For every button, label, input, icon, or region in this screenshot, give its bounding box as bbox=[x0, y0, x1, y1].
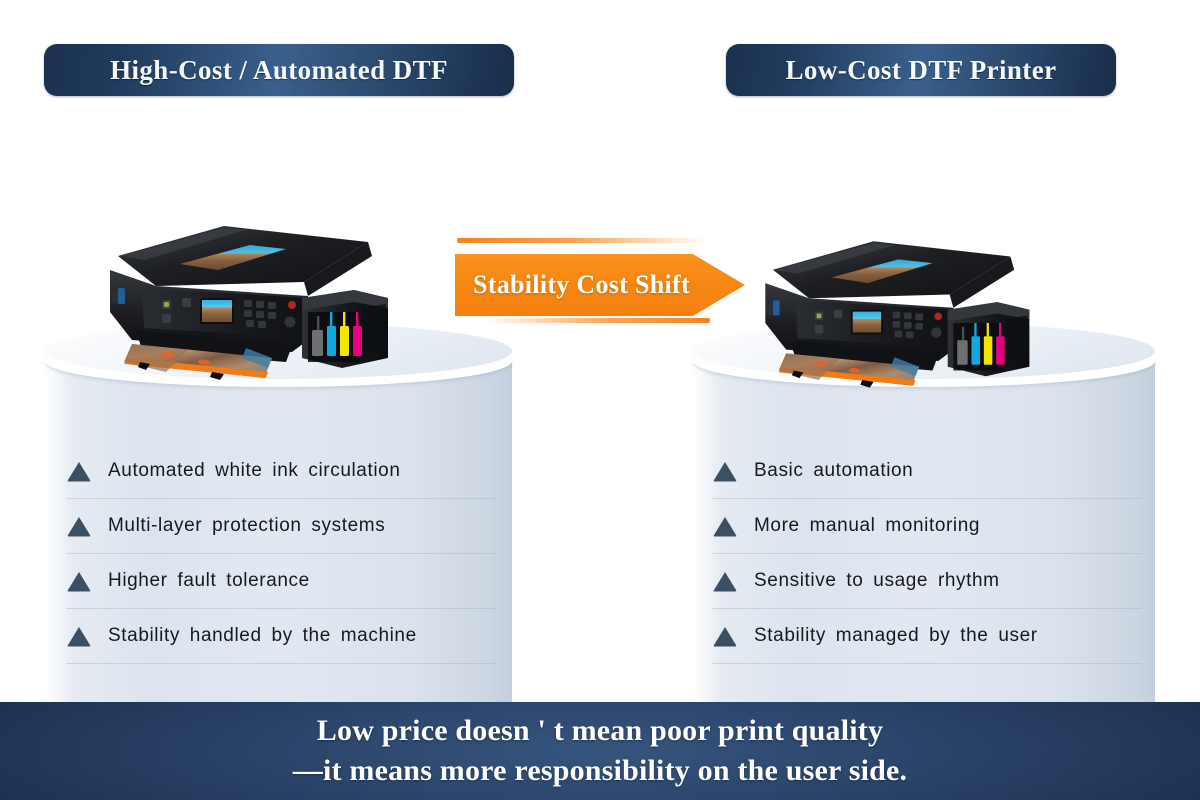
printer-image-right bbox=[752, 228, 1037, 394]
stability-cost-shift-banner: Stability Cost Shift bbox=[455, 236, 755, 336]
list-item: Sensitive to usage rhythm bbox=[712, 554, 1142, 609]
footer-line-1: Low price doesn ' t mean poor print qual… bbox=[316, 714, 884, 748]
feature-text: Higher fault tolerance bbox=[108, 570, 310, 591]
triangle-bullet-icon bbox=[66, 515, 92, 537]
feature-text: Stability managed by the user bbox=[754, 625, 1038, 646]
feature-text: Stability handled by the machine bbox=[108, 625, 417, 646]
feature-list-left: Automated white ink circulation Multi-la… bbox=[66, 444, 496, 664]
triangle-bullet-icon bbox=[66, 460, 92, 482]
feature-text: Multi-layer protection systems bbox=[108, 515, 386, 536]
left-column-header-badge: High-Cost / Automated DTF bbox=[44, 44, 518, 106]
triangle-bullet-icon bbox=[712, 460, 738, 482]
arrow-shape: Stability Cost Shift bbox=[455, 254, 745, 316]
feature-text: More manual monitoring bbox=[754, 515, 981, 536]
right-column-header-badge: Low-Cost DTF Printer bbox=[726, 44, 1120, 106]
feature-list-right: Basic automation More manual monitoring … bbox=[712, 444, 1142, 664]
badge-left: High-Cost / Automated DTF bbox=[44, 44, 514, 96]
list-item: Higher fault tolerance bbox=[66, 554, 496, 609]
feature-text: Sensitive to usage rhythm bbox=[754, 570, 1000, 591]
accent-line-bottom bbox=[485, 318, 710, 323]
list-item: Basic automation bbox=[712, 444, 1142, 499]
triangle-bullet-icon bbox=[712, 515, 738, 537]
arrow-label: Stability Cost Shift bbox=[473, 270, 690, 299]
printer-image-left bbox=[96, 212, 396, 387]
triangle-bullet-icon bbox=[712, 570, 738, 592]
list-item: More manual monitoring bbox=[712, 499, 1142, 554]
accent-line-top bbox=[457, 238, 707, 243]
list-item: Multi-layer protection systems bbox=[66, 499, 496, 554]
triangle-bullet-icon bbox=[712, 625, 738, 647]
left-column-title: High-Cost / Automated DTF bbox=[110, 54, 448, 85]
pedestal-body-right bbox=[693, 363, 1155, 702]
triangle-bullet-icon bbox=[66, 625, 92, 647]
list-item: Stability managed by the user bbox=[712, 609, 1142, 664]
list-item: Stability handled by the machine bbox=[66, 609, 496, 664]
footer-line-2: —it means more responsibility on the use… bbox=[292, 754, 908, 787]
right-column-title: Low-Cost DTF Printer bbox=[785, 54, 1057, 85]
triangle-bullet-icon bbox=[66, 570, 92, 592]
feature-text: Automated white ink circulation bbox=[108, 460, 401, 481]
pedestal-body-left bbox=[45, 363, 512, 702]
badge-right: Low-Cost DTF Printer bbox=[726, 44, 1116, 96]
list-item: Automated white ink circulation bbox=[66, 444, 496, 499]
feature-text: Basic automation bbox=[754, 460, 914, 481]
footer-banner: Low price doesn ' t mean poor print qual… bbox=[0, 702, 1200, 800]
